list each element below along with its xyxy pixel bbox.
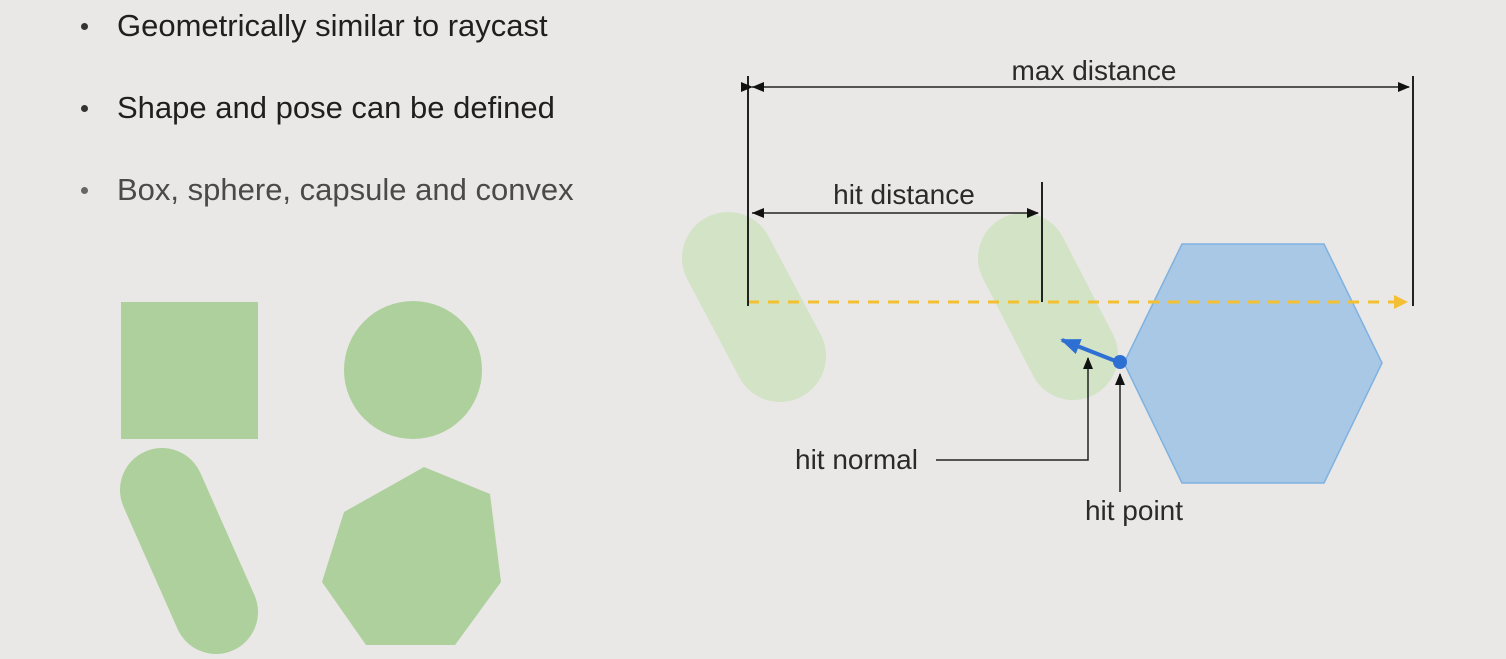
bullet-text: Geometrically similar to raycast	[117, 8, 548, 43]
hit-distance-label: hit distance	[833, 179, 975, 210]
bullet-text: Shape and pose can be defined	[117, 90, 555, 125]
hit-normal-label: hit normal	[795, 444, 918, 475]
bullet-dot	[81, 22, 88, 30]
max-distance-label: max distance	[1012, 55, 1177, 86]
bullet-item: Box, sphere, capsule and convex	[78, 172, 574, 208]
hexagon-obstacle	[1123, 243, 1383, 484]
max-distance-arrowhead-start	[752, 82, 764, 92]
hit-normal-arrow	[1060, 338, 1119, 364]
hit-distance-arrowhead-start	[752, 208, 764, 218]
capsule-hit-ghost	[978, 213, 1118, 400]
bullet-text: Box, sphere, capsule and convex	[117, 172, 574, 207]
hit-normal-leader	[936, 357, 1093, 461]
hit-point-label: hit point	[1085, 495, 1183, 526]
hit-point-marker	[1113, 355, 1127, 369]
bullet-dot	[81, 104, 88, 112]
box-shape	[121, 302, 258, 439]
bullet-dot	[81, 186, 88, 194]
capsule-start-ghost	[682, 212, 826, 402]
bullet-item: Geometrically similar to raycast	[78, 8, 548, 44]
capsule-shape	[120, 448, 258, 654]
sphere-shape	[344, 301, 482, 439]
bullet-item: Shape and pose can be defined	[78, 90, 555, 126]
convex-shape	[322, 467, 501, 645]
